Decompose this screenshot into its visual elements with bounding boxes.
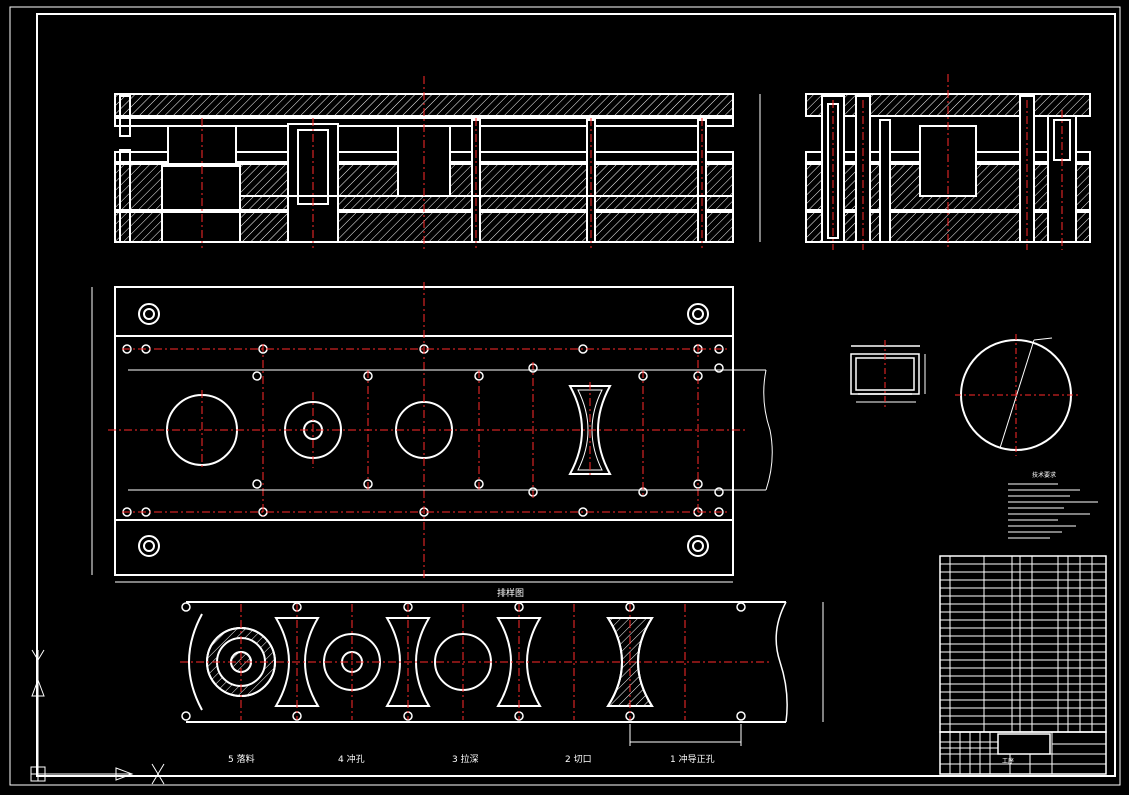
blank-circle-centerlines (955, 334, 1078, 456)
technical-requirements-text (1008, 483, 1098, 539)
title-block-drawing-name: 工序 (1002, 758, 1015, 765)
plan-view-strip-outline (128, 369, 773, 491)
parts-list-table (939, 555, 1107, 733)
side-view-centerlines (832, 74, 1063, 250)
ucs-icon (30, 649, 165, 785)
station-label-4: 4 冲孔 (338, 755, 365, 765)
station-label-2: 2 切口 (565, 755, 592, 765)
part-detail-section (850, 345, 926, 403)
strip-centerlines (180, 604, 770, 720)
station-label-1: 1 冲导正孔 (670, 755, 715, 765)
side-section-view (805, 93, 1091, 243)
outer-frame (9, 6, 1121, 786)
plan-view-dimensions (91, 287, 733, 583)
technical-requirements-title: 技术要求 (1032, 472, 1057, 479)
strip-dimension (629, 602, 824, 746)
strip-layout-title: 排样图 (497, 589, 525, 599)
front-view-centerlines (201, 76, 703, 250)
plan-view-centerlines (108, 282, 748, 580)
title-block (939, 731, 1107, 775)
inner-frame (36, 13, 1116, 777)
station-label-3: 3 拉深 (452, 755, 479, 765)
station-label-5: 5 落料 (228, 755, 255, 765)
